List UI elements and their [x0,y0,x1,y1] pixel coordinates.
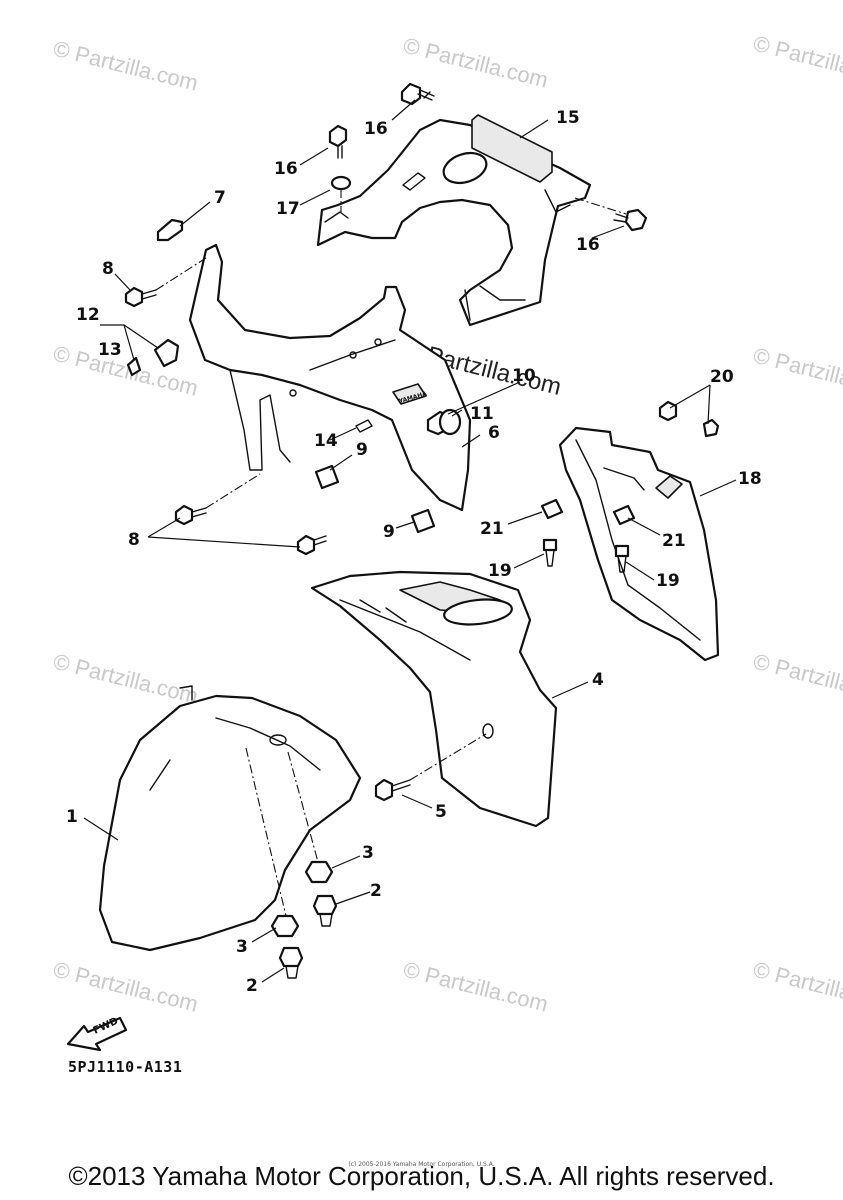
callout-18: 18 [738,469,762,489]
callout-10: 10 [512,366,536,386]
part-8-screws [124,257,327,556]
copyright-notice: ©2013 Yamaha Motor Corporation, U.S.A. A… [68,1161,775,1191]
leader-lines [83,99,737,983]
diagram-code: 5PJ1110-A131 [68,1058,183,1076]
part-3-nuts [245,747,334,938]
watermark: © Partzilla.com [401,957,551,1017]
callout-5: 5 [435,802,447,822]
watermark: © Partzilla.com [51,36,201,96]
callout-16: 16 [364,119,388,139]
callout-15: 15 [556,108,580,128]
watermark: © Partzilla.com [401,33,551,93]
callout-19: 19 [656,571,680,591]
part-2-bolts [278,894,338,979]
callout-12: 12 [76,305,100,325]
callout-16: 16 [274,159,298,179]
callout-4: 4 [592,670,604,690]
part-5-bolt [374,778,394,802]
tiny-credit: (c) 2005-2016 Yamaha Motor Corporation, … [348,1161,495,1168]
callout-1: 1 [66,807,78,827]
callout-2: 2 [246,976,258,996]
callout-8: 8 [102,259,114,279]
part-14-screw [355,419,373,433]
callout-9: 9 [383,522,395,542]
part-9-nut [314,464,340,490]
part-20-screw [702,418,720,438]
part-20-screw [658,400,678,422]
part-6-inner-panel: YAMAHA [188,243,472,512]
part-21-nut [612,504,636,526]
callout-21: 21 [662,531,686,551]
watermark: © Partzilla.com [51,649,201,709]
part-19-screws [542,538,630,573]
callout-16: 16 [576,235,600,255]
callout-19: 19 [488,561,512,581]
watermark: © Partzilla.com [751,649,843,709]
part-9-nut [410,508,436,534]
callout-3: 3 [236,937,248,957]
callout-6: 6 [488,423,500,443]
watermark: © Partzilla.com [751,343,843,403]
callout-21: 21 [480,519,504,539]
part-1-front-fender [98,685,362,952]
watermark: © Partzilla.com [751,957,843,1017]
callout-17: 17 [276,199,300,219]
part-17-washer [330,175,352,191]
part-18-side-cover [558,426,720,662]
callout-2: 2 [370,881,382,901]
callout-13: 13 [98,340,122,360]
callout-3: 3 [362,843,374,863]
part-21-nut [540,498,564,520]
callout-7: 7 [214,188,226,208]
part-13-collar [126,356,142,377]
callouts: 15 16 16 17 16 7 8 12 13 10 11 6 14 9 9 … [66,108,762,996]
fwd-arrow-icon: FWD [66,1016,128,1052]
watermark: © Partzilla.com [51,957,201,1017]
callout-11: 11 [470,404,494,424]
callout-20: 20 [710,367,734,387]
part-15-bracket [316,114,592,327]
part-7-clip [156,218,184,242]
part-4-lower-cover [310,570,558,828]
part-16-bolts [328,82,648,232]
part-12-bushing [153,338,180,368]
watermark: © Partzilla.com [751,31,843,91]
part-11-cap [438,408,462,436]
callout-14: 14 [314,431,338,451]
callout-8: 8 [128,530,140,550]
callout-9: 9 [356,440,368,460]
